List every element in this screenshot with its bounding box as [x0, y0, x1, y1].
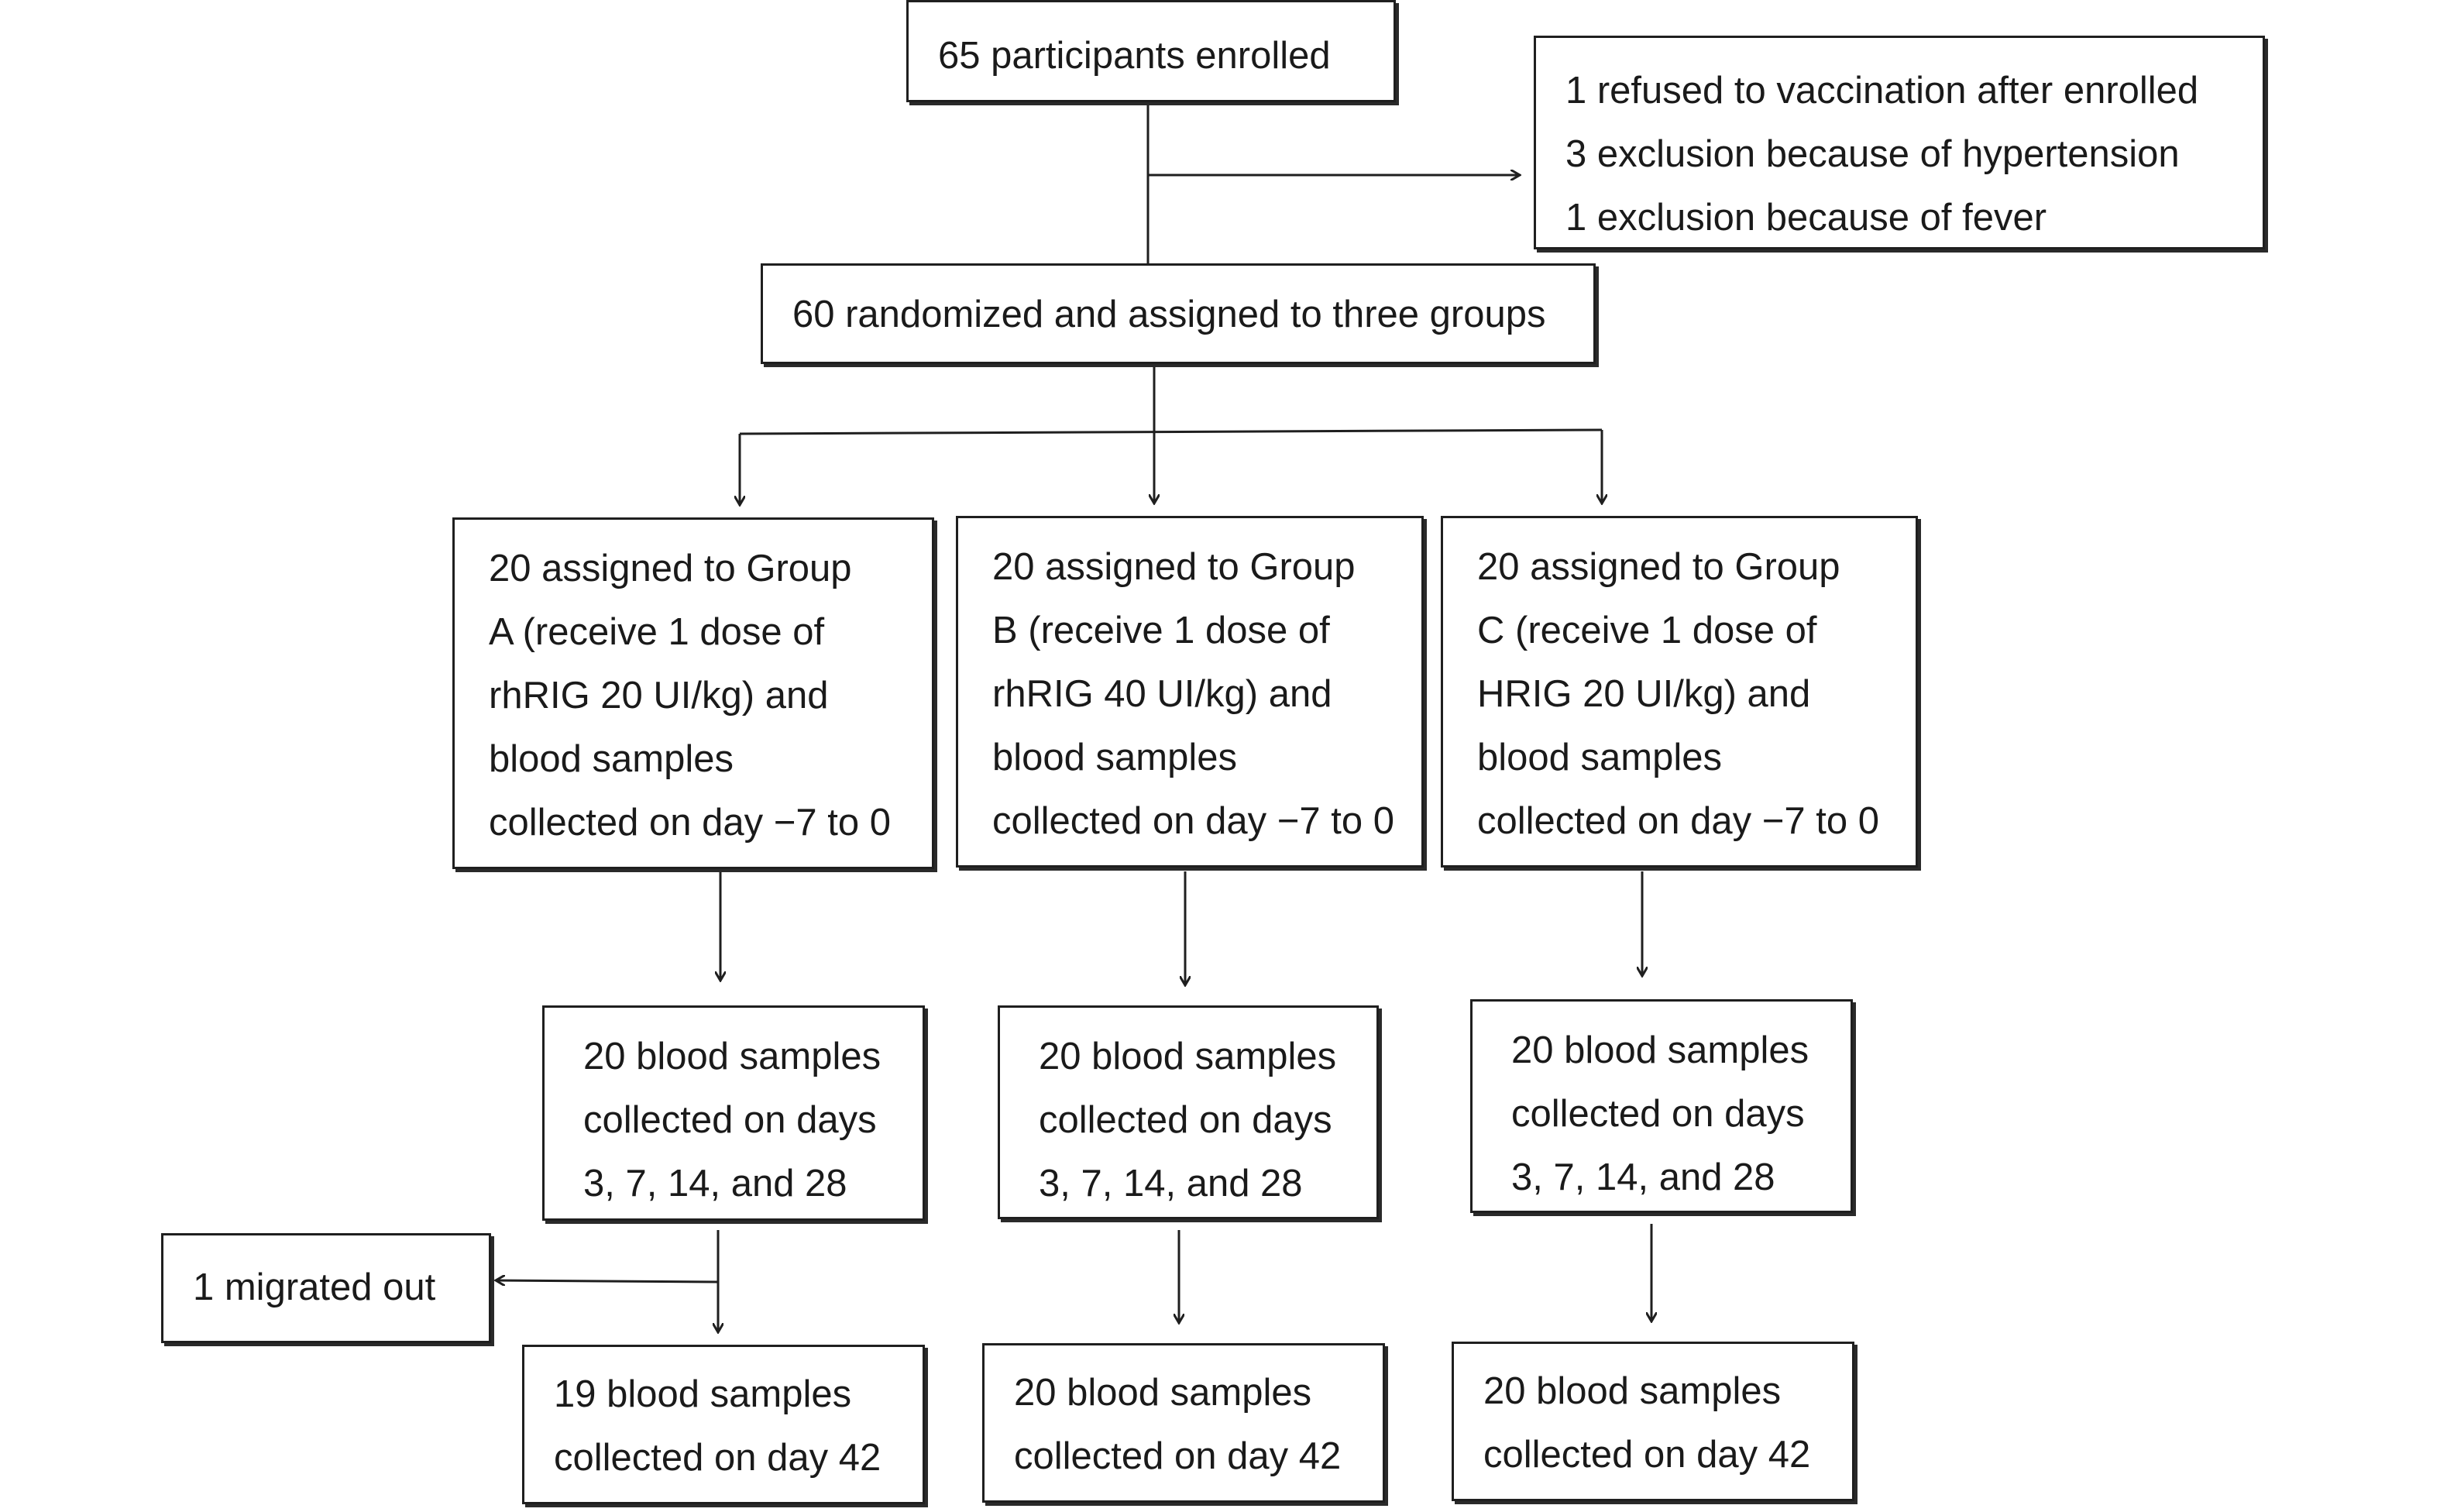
group-c-text-line-3: HRIG 20 UI/kg) and — [1477, 673, 1811, 715]
group-b-text-line-5: collected on day −7 to 0 — [992, 800, 1394, 842]
group-b-box: 20 assigned to Group B (receive 1 dose o… — [956, 516, 1424, 868]
group-c-text-line-1: 20 assigned to Group — [1477, 546, 1840, 588]
samples-b-text-line-2: collected on days — [1039, 1099, 1332, 1141]
samples-c-box: 20 blood samples collected on days 3, 7,… — [1470, 999, 1853, 1213]
excluded-text-line-1: 1 refused to vaccination after enrolled — [1565, 70, 2199, 112]
excluded-box: 1 refused to vaccination after enrolled … — [1534, 36, 2265, 249]
day42-b-text-line-2: collected on day 42 — [1014, 1435, 1342, 1477]
group-b-text-line-2: B (receive 1 dose of — [992, 610, 1330, 651]
group-a-box: 20 assigned to Group A (receive 1 dose o… — [452, 517, 934, 869]
randomized-text-line-1: 60 randomized and assigned to three grou… — [792, 294, 1546, 335]
samples-a-box: 20 blood samples collected on days 3, 7,… — [542, 1005, 925, 1221]
excluded-text-line-2: 3 exclusion because of hypertension — [1565, 133, 2180, 175]
day42-c-text-line-2: collected on day 42 — [1483, 1434, 1811, 1476]
excluded-text-line-3: 1 exclusion because of fever — [1565, 197, 2047, 239]
day42-a-box: 19 blood samples collected on day 42 — [522, 1345, 925, 1504]
group-a-text-line-1: 20 assigned to Group — [489, 548, 852, 589]
samples-a-text-line-2: collected on days — [583, 1099, 877, 1141]
group-b-text-line-1: 20 assigned to Group — [992, 546, 1356, 588]
samples-a-text-line-1: 20 blood samples — [583, 1036, 881, 1077]
samples-a-text-line-3: 3, 7, 14, and 28 — [583, 1163, 847, 1204]
samples-c-text-line-2: collected on days — [1511, 1093, 1805, 1135]
samples-b-text-line-3: 3, 7, 14, and 28 — [1039, 1163, 1303, 1204]
group-b-text-line-4: blood samples — [992, 737, 1237, 778]
day42-c-text-line-1: 20 blood samples — [1483, 1370, 1782, 1412]
group-a-text-line-4: blood samples — [489, 738, 734, 780]
group-c-box: 20 assigned to Group C (receive 1 dose o… — [1441, 516, 1918, 868]
samples-b-box: 20 blood samples collected on days 3, 7,… — [998, 1005, 1379, 1219]
migrated-box: 1 migrated out — [161, 1233, 491, 1343]
connector-split-horizontal — [739, 428, 1603, 435]
group-c-text-line-4: blood samples — [1477, 737, 1722, 778]
group-a-text-line-5: collected on day −7 to 0 — [489, 802, 891, 844]
randomized-box: 60 randomized and assigned to three grou… — [761, 263, 1596, 364]
samples-c-text-line-1: 20 blood samples — [1511, 1029, 1809, 1071]
samples-b-text-line-1: 20 blood samples — [1039, 1036, 1337, 1077]
day42-a-text-line-2: collected on day 42 — [554, 1437, 881, 1479]
group-a-text-line-2: A (receive 1 dose of — [489, 611, 825, 653]
group-b-text-line-3: rhRIG 40 UI/kg) and — [992, 673, 1332, 715]
day42-b-box: 20 blood samples collected on day 42 — [982, 1343, 1385, 1503]
enrolled-box: 65 participants enrolled — [906, 0, 1396, 102]
migrated-text-line-1: 1 migrated out — [193, 1266, 436, 1308]
day42-b-text-line-1: 20 blood samples — [1014, 1372, 1312, 1414]
group-c-text-line-2: C (receive 1 dose of — [1477, 610, 1817, 651]
day42-a-text-line-1: 19 blood samples — [554, 1373, 852, 1415]
enrolled-text-line-1: 65 participants enrolled — [938, 35, 1331, 77]
day42-c-box: 20 blood samples collected on day 42 — [1452, 1342, 1854, 1501]
arrow-to-migrated — [496, 1280, 719, 1282]
samples-c-text-line-3: 3, 7, 14, and 28 — [1511, 1156, 1775, 1198]
group-a-text-line-3: rhRIG 20 UI/kg) and — [489, 675, 829, 716]
group-c-text-line-5: collected on day −7 to 0 — [1477, 800, 1879, 842]
